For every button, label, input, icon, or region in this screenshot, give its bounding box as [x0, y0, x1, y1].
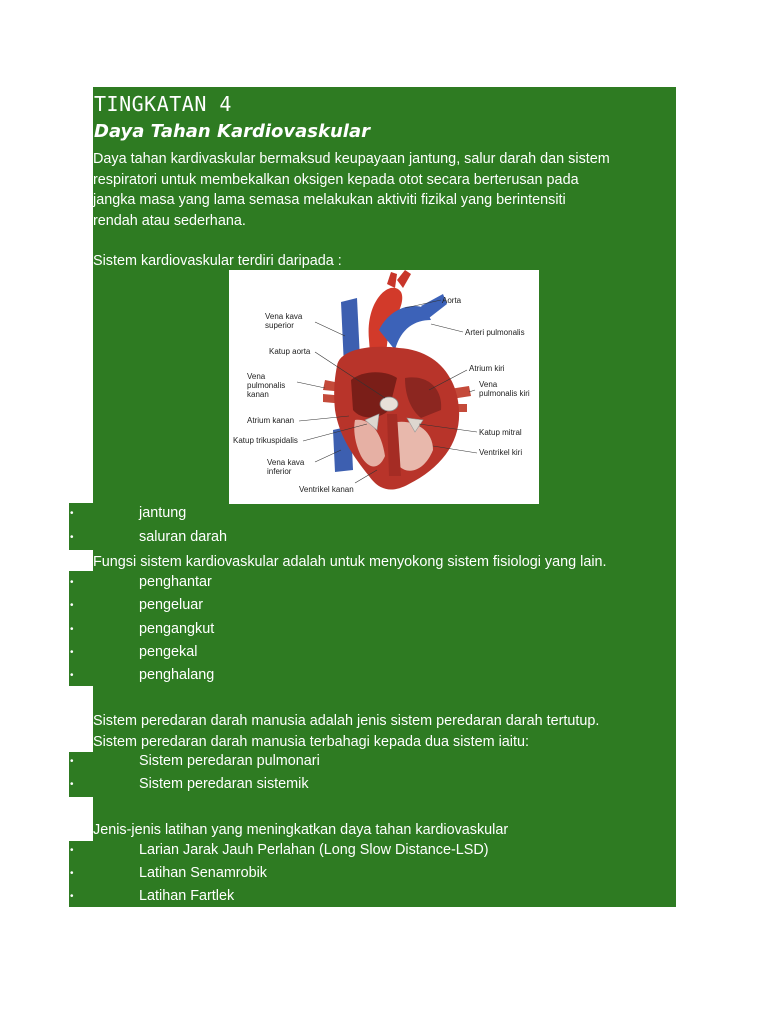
label-vena-pulmonalis-kiri: Vena: [479, 380, 498, 389]
intro-line: rendah atau sederhana.: [93, 212, 246, 229]
heart-illustration: Aorta Vena kava superior Arteri pulmonal…: [233, 270, 530, 494]
function-intro-text: Fungsi sistem kardiovaskular adalah untu…: [93, 554, 607, 570]
list-item-text: Latihan Fartlek: [139, 888, 235, 904]
bullet-icon: •: [70, 891, 74, 902]
list-item-text: pengeluar: [139, 597, 204, 613]
label-vena-kava-superior: Vena kava: [265, 312, 303, 321]
intro-line: respiratori untuk membekalkan oksigen ke…: [93, 171, 579, 188]
exercise-intro-band: [93, 796, 676, 842]
label-vena-pulmonalis-kiri: pulmonalis kiri: [479, 389, 530, 398]
intro-line: Daya tahan kardivaskular bermaksud keupa…: [93, 151, 610, 167]
exercise-list-band: [69, 841, 676, 907]
label-ventrikel-kiri: Ventrikel kiri: [479, 448, 522, 457]
label-katup-mitral: Katup mitral: [479, 428, 522, 437]
intro-line: jangka masa yang lama semasa melakukan a…: [93, 192, 566, 208]
bullet-icon: •: [70, 756, 74, 767]
label-katup-aorta: Katup aorta: [269, 347, 311, 356]
list-item-text: Sistem peredaran sistemik: [139, 776, 309, 792]
label-vena-pulmonalis-kanan: pulmonalis: [247, 381, 285, 390]
label-vena-kava-inferior: inferior: [267, 467, 292, 476]
bullet-icon: •: [70, 624, 74, 635]
list-item-text: penghantar: [139, 574, 212, 590]
page-title: TINGKATAN 4: [94, 92, 232, 116]
list-item-text: saluran darah: [139, 529, 228, 545]
list-item-text: penghalang: [139, 667, 215, 683]
function-intro-band: [93, 550, 676, 572]
label-katup-trikuspidalis: Katup trikuspidalis: [233, 436, 298, 445]
list-item-text: pengangkut: [139, 621, 215, 637]
bullet-icon: •: [70, 647, 74, 658]
circulation-text-line: Sistem peredaran darah manusia adalah je…: [93, 713, 600, 729]
bullet-icon: •: [70, 508, 74, 519]
list-item-text: Latihan Senamrobik: [139, 865, 267, 881]
label-atrium-kanan: Atrium kanan: [247, 416, 294, 425]
list-item-text: Sistem peredaran pulmonari: [139, 753, 320, 769]
label-vena-kava-superior: superior: [265, 321, 294, 330]
list-item-text: jantung: [139, 505, 187, 521]
circulation-list-band: [69, 752, 676, 797]
bullet-icon: •: [70, 670, 74, 681]
bullet-icon: •: [70, 845, 74, 856]
bullet-icon: •: [70, 577, 74, 588]
system-intro-text: Sistem kardiovaskular terdiri daripada :: [93, 253, 342, 269]
section-heading: Daya Tahan Kardiovaskular: [94, 121, 370, 142]
intro-paragraph: Daya tahan kardivaskular bermaksud keupa…: [93, 149, 678, 231]
bullet-icon: •: [70, 532, 74, 543]
label-vena-kava-inferior: Vena kava: [267, 458, 305, 467]
heart-diagram: Aorta Vena kava superior Arteri pulmonal…: [229, 270, 539, 504]
components-list-band: [69, 503, 676, 550]
list-item-text: pengekal: [139, 644, 198, 660]
label-atrium-kiri: Atrium kiri: [469, 364, 505, 373]
bullet-icon: •: [70, 779, 74, 790]
label-vena-pulmonalis-kanan: kanan: [247, 390, 269, 399]
label-vena-pulmonalis-kanan: Vena: [247, 372, 266, 381]
bullet-icon: •: [70, 868, 74, 879]
circulation-intro-band: [93, 685, 676, 753]
list-item-text: Larian Jarak Jauh Perlahan (Long Slow Di…: [139, 842, 489, 858]
label-arteri-pulmonalis: Arteri pulmonalis: [465, 328, 525, 337]
bullet-icon: •: [70, 600, 74, 611]
circulation-text-line: Sistem peredaran darah manusia terbahagi…: [93, 734, 529, 750]
functions-list-band: [69, 571, 676, 686]
exercise-intro-text: Jenis-jenis latihan yang meningkatkan da…: [93, 822, 509, 838]
label-ventrikel-kanan: Ventrikel kanan: [299, 485, 354, 494]
label-aorta: Aorta: [442, 296, 462, 305]
